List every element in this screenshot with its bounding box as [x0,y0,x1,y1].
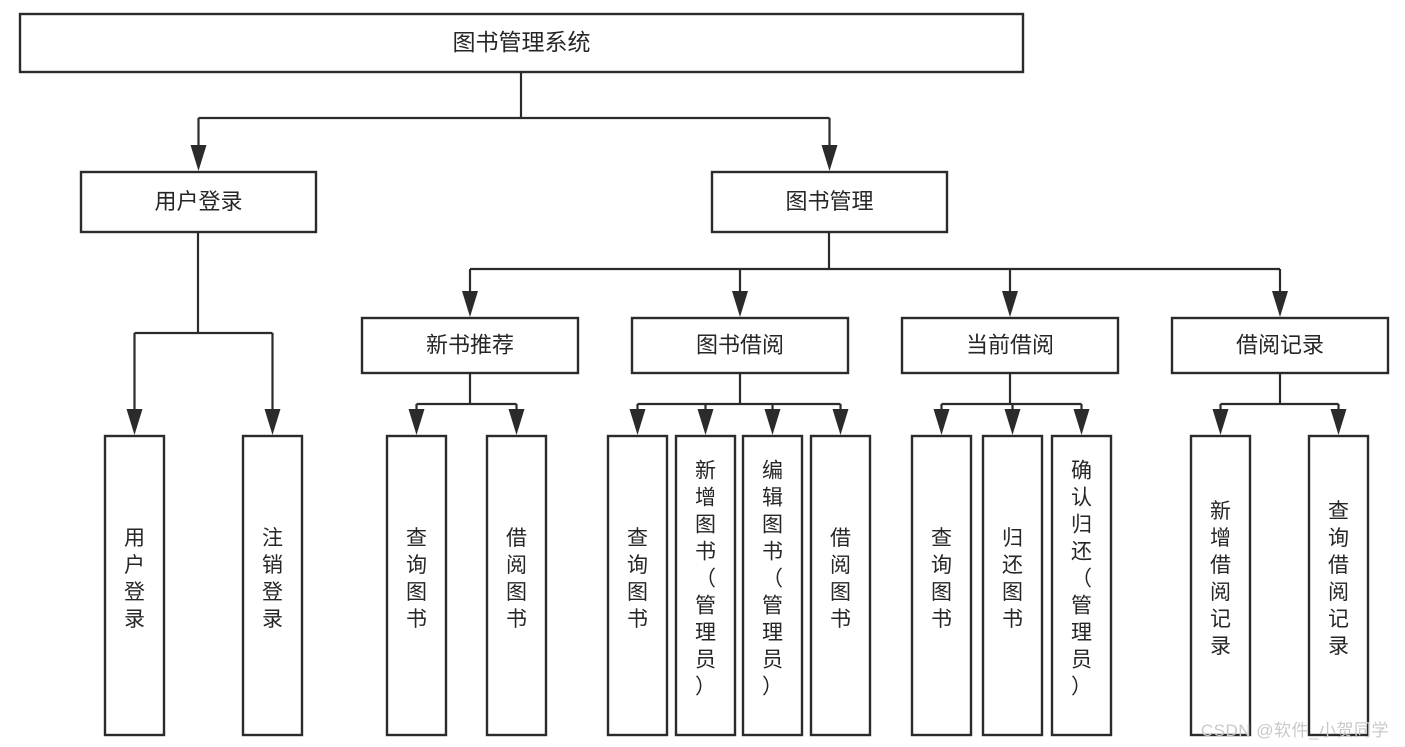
connector-group-root [190,72,838,171]
node-label-leaf-edit-book: 编辑图书（管理员） [762,460,783,699]
node-box-leaf-query-book-borrow[interactable] [606,434,669,737]
node-label-borrow-record: 借阅记录 [1236,332,1324,357]
node-label-leaf-query-book-borrow: 查询图书 [627,527,648,631]
arrow-head-icon [697,409,714,435]
node-label-book-borrow: 图书借阅 [696,332,784,357]
arrow-head-icon [764,409,781,435]
node-box-leaf-return-book[interactable] [981,434,1044,737]
node-box-leaf-query-record[interactable] [1307,434,1370,737]
connector-group-new-book-recommend [408,373,525,435]
node-label-leaf-user-logout: 注销登录 [262,527,283,631]
submodule-node-new-book-recommend[interactable]: 新书推荐 [360,316,580,375]
node-box-leaf-query-book-cur[interactable] [910,434,973,737]
connector-group-borrow-record [1212,373,1347,435]
node-label-book-manage: 图书管理 [785,189,873,214]
node-box-root[interactable] [18,12,1025,74]
node-label-new-book-recommend: 新书推荐 [426,332,514,357]
node-box-leaf-confirm-return[interactable] [1050,434,1113,737]
connector-group-book-manage [462,232,1288,317]
node-box-borrow-record[interactable] [1170,316,1390,375]
root-node-title[interactable]: 图书管理系统 [18,12,1025,74]
connector-group-user-login [126,232,281,435]
watermark-text: CSDN @软件_小贺同学 [1200,721,1389,740]
arrow-head-icon [190,145,207,171]
node-box-leaf-user-login[interactable] [103,434,166,737]
function-node-leaf-return-book[interactable]: 归还图书 [981,434,1044,737]
node-label-leaf-query-book-cur: 查询图书 [931,527,952,631]
node-label-leaf-return-book: 归还图书 [1002,527,1023,631]
arrow-head-icon [832,409,849,435]
submodule-node-current-borrow[interactable]: 当前借阅 [900,316,1120,375]
nodes-layer: 图书管理系统用户登录图书管理新书推荐图书借阅当前借阅借阅记录用户登录注销登录查询… [18,12,1390,737]
arrow-head-icon [732,291,748,317]
arrow-head-icon [408,409,425,435]
function-node-leaf-add-record[interactable]: 新增借阅记录 [1189,434,1252,737]
node-box-current-borrow[interactable] [900,316,1120,375]
node-label-current-borrow: 当前借阅 [966,332,1054,357]
arrow-head-icon [1272,291,1288,317]
node-box-user-login[interactable] [79,170,318,234]
node-box-leaf-add-record[interactable] [1189,434,1252,737]
function-node-leaf-query-book-cur[interactable]: 查询图书 [910,434,973,737]
arrow-head-icon [462,291,478,317]
node-label-leaf-query-book-rec: 查询图书 [406,527,427,631]
node-label-leaf-borrow-book-rec: 借阅图书 [506,527,527,631]
arrow-head-icon [1330,409,1347,435]
node-label-leaf-user-login: 用户登录 [124,527,145,631]
arrow-head-icon [1073,409,1090,435]
module-node-book-manage[interactable]: 图书管理 [710,170,949,234]
function-node-leaf-user-logout[interactable]: 注销登录 [241,434,304,737]
node-box-leaf-user-logout[interactable] [241,434,304,737]
node-box-book-manage[interactable] [710,170,949,234]
function-node-leaf-confirm-return[interactable]: 确认归还（管理员） [1050,434,1113,737]
arrow-head-icon [629,409,646,435]
function-node-leaf-query-book-borrow[interactable]: 查询图书 [606,434,669,737]
node-box-new-book-recommend[interactable] [360,316,580,375]
node-label-leaf-confirm-return: 确认归还（管理员） [1071,460,1092,699]
connectors-layer [126,72,1347,435]
node-box-leaf-query-book-rec[interactable] [385,434,448,737]
arrow-head-icon [508,409,525,435]
arrow-head-icon [126,409,143,435]
function-node-leaf-user-login[interactable]: 用户登录 [103,434,166,737]
module-node-user-login[interactable]: 用户登录 [79,170,318,234]
node-box-leaf-borrow-book-rec[interactable] [485,434,548,737]
submodule-node-borrow-record[interactable]: 借阅记录 [1170,316,1390,375]
arrow-head-icon [933,409,950,435]
node-label-root: 图书管理系统 [453,29,591,55]
node-box-leaf-add-book[interactable] [674,434,737,737]
node-label-leaf-borrow-book: 借阅图书 [830,527,851,631]
node-box-leaf-edit-book[interactable] [741,434,804,737]
function-node-leaf-query-book-rec[interactable]: 查询图书 [385,434,448,737]
submodule-node-book-borrow[interactable]: 图书借阅 [630,316,850,375]
node-box-leaf-borrow-book[interactable] [809,434,872,737]
node-label-user-login: 用户登录 [154,189,242,214]
arrow-head-icon [1004,409,1021,435]
connector-group-current-borrow [933,373,1090,435]
node-label-leaf-add-record: 新增借阅记录 [1210,500,1231,658]
arrow-head-icon [821,145,838,171]
function-node-leaf-borrow-book[interactable]: 借阅图书 [809,434,872,737]
node-label-leaf-query-record: 查询借阅记录 [1328,500,1349,658]
function-node-leaf-edit-book[interactable]: 编辑图书（管理员） [741,434,804,737]
function-node-leaf-query-record[interactable]: 查询借阅记录 [1307,434,1370,737]
arrow-head-icon [1002,291,1018,317]
node-box-book-borrow[interactable] [630,316,850,375]
function-node-leaf-borrow-book-rec[interactable]: 借阅图书 [485,434,548,737]
arrow-head-icon [1212,409,1229,435]
connector-group-book-borrow [629,373,849,435]
arrow-head-icon [264,409,281,435]
function-node-leaf-add-book[interactable]: 新增图书（管理员） [674,434,737,737]
node-label-leaf-add-book: 新增图书（管理员） [695,460,716,699]
